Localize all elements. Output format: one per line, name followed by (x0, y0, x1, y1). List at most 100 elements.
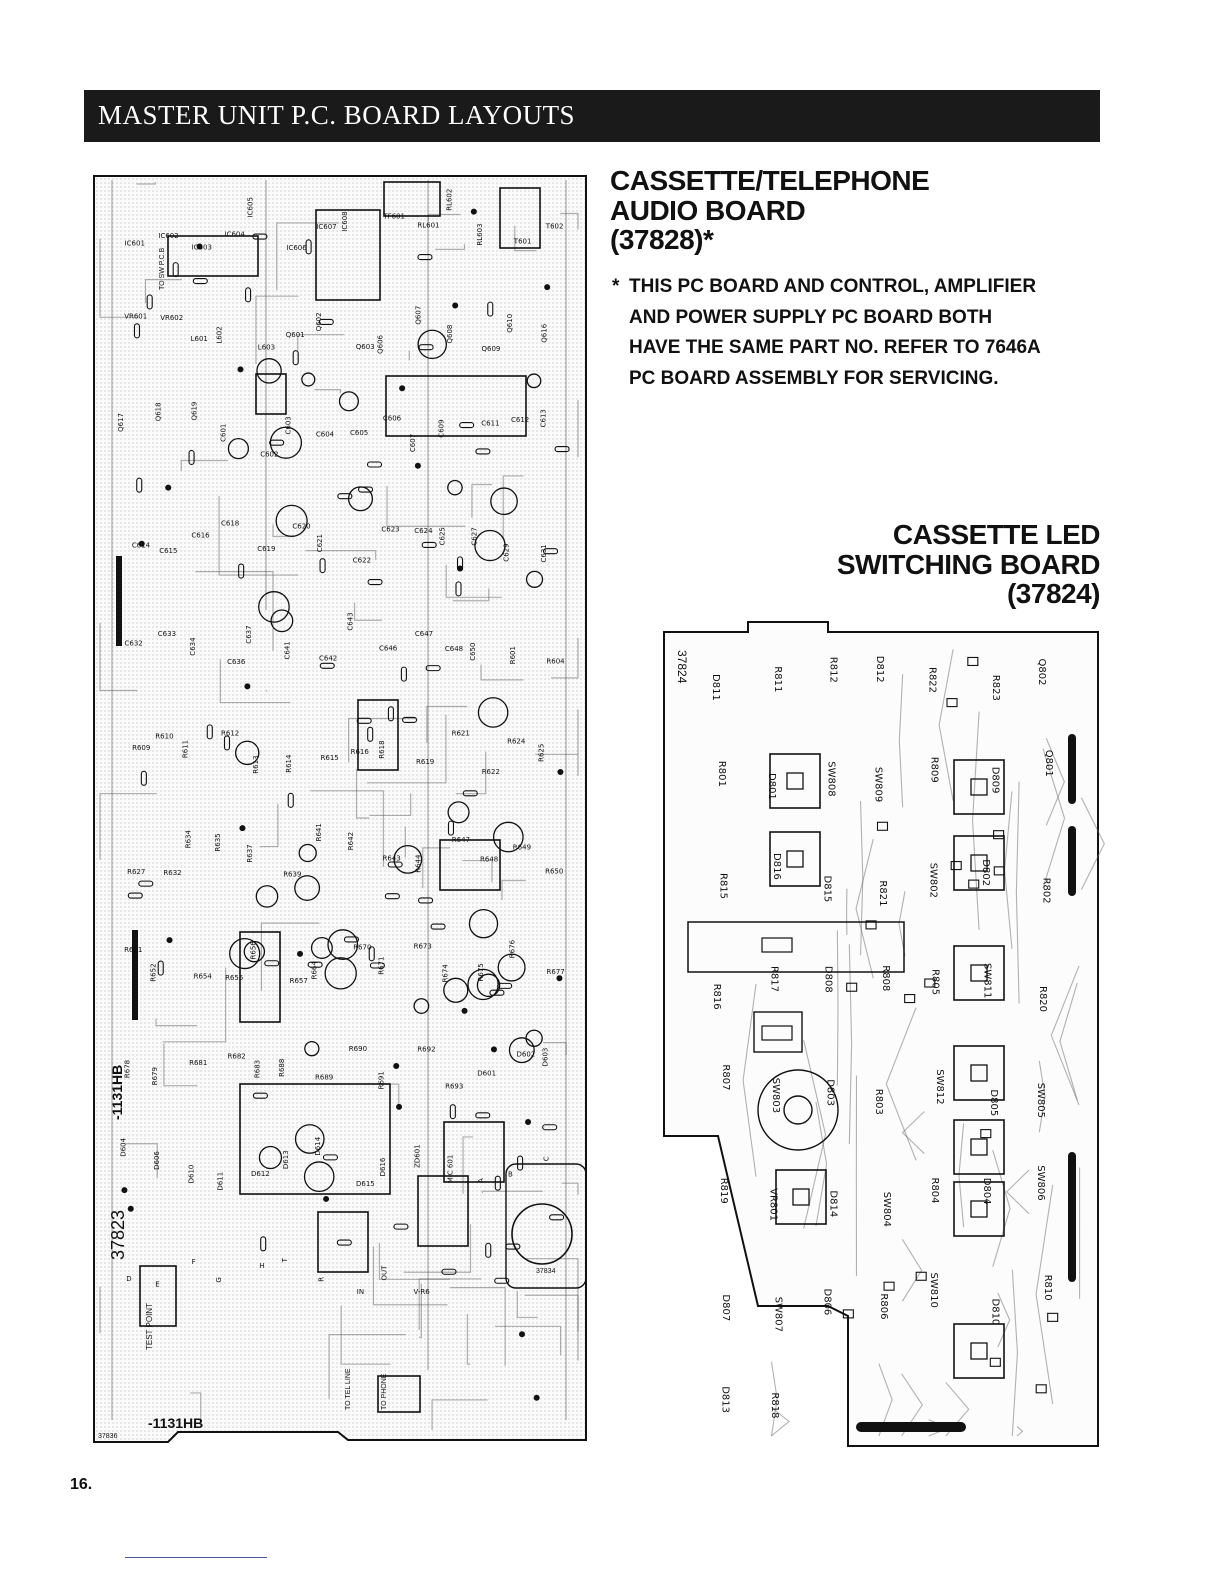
switch-outline (769, 753, 821, 809)
resistor (337, 493, 353, 500)
audio-ref-label: IC607 (316, 223, 336, 231)
led-board-outline (663, 621, 1099, 1447)
audio-ref-label: R632 (163, 869, 181, 877)
copper-trace (992, 1150, 1011, 1267)
solder-pad (138, 540, 145, 547)
audio-ref-label: R664 (310, 961, 318, 980)
audio-to-phone: TO PHONE (381, 1373, 388, 1410)
resistor (264, 960, 280, 967)
audio-ref-label: Q607 (414, 306, 422, 325)
resistor (417, 254, 433, 261)
audio-ref-label: R611 (181, 740, 189, 758)
audio-to-sw-pcb: TO SW P.C.B (159, 248, 166, 290)
audio-ref-label: R679 (151, 1067, 159, 1085)
solder-pad (519, 1331, 526, 1338)
resistor (206, 724, 213, 740)
audio-ref-label: C625 (439, 527, 447, 545)
switch-outline (953, 1181, 1005, 1237)
copper-trace (1038, 1060, 1046, 1133)
ic-outline (239, 1083, 391, 1195)
led-ref-label: SW811 (982, 963, 993, 998)
led-pad (946, 698, 958, 708)
copper-trace (1042, 748, 1066, 888)
led-board-number: 37824 (675, 650, 689, 684)
led-pad (865, 920, 877, 930)
capacitor (256, 358, 282, 384)
audio-ref-label: C604 (316, 431, 335, 439)
capacitor (310, 936, 333, 959)
led-ref-label: D805 (988, 1089, 999, 1116)
audio-ref-label: R651 (124, 946, 142, 954)
solder-pad (457, 565, 464, 572)
audio-ref-label: R627 (127, 868, 145, 876)
copper-trace (885, 1007, 917, 1161)
switch-button (970, 1200, 988, 1218)
resistor (238, 563, 245, 579)
led-ref-label: R802 (1040, 878, 1051, 904)
solder-pad (244, 683, 251, 690)
resistor (485, 1242, 492, 1258)
solder-pad (414, 462, 421, 469)
resistor (336, 1239, 352, 1246)
audio-ref-label: D602 (517, 1050, 536, 1058)
capacitor (508, 1037, 535, 1064)
audio-ref-label: IC601 (125, 240, 145, 248)
copper-trace (452, 588, 490, 602)
solder-pad (470, 208, 477, 215)
led-ref-label: R819 (718, 1178, 729, 1204)
audio-ref-label: R612 (221, 729, 239, 737)
audio-ref-label: C648 (445, 645, 463, 653)
audio-ref-label: R634 (184, 830, 192, 849)
led-ref-label: D816 (771, 853, 782, 880)
resistor (447, 820, 455, 836)
resistor (554, 446, 570, 453)
led-ref-label: SW809 (872, 767, 883, 802)
capacitor (443, 977, 469, 1003)
copper-trace (958, 1123, 965, 1228)
led-pad (904, 993, 916, 1004)
switch-outline (953, 1045, 1005, 1101)
resistor (387, 861, 403, 868)
audio-ref-label: RL602 (445, 189, 453, 211)
led-board-title: CASSETTE LED SWITCHING BOARD (37824) (837, 520, 1101, 609)
switch-button (786, 850, 804, 868)
note-line-2: AND POWER SUPPLY PC BOARD BOTH (629, 306, 993, 328)
resistor (418, 897, 434, 904)
audio-ref-label: C614 (132, 541, 151, 549)
led-ref-label: D802 (980, 859, 991, 886)
switch-outline (775, 1169, 827, 1225)
resistor (368, 946, 375, 962)
copper-trace (523, 1258, 579, 1332)
ic-outline (167, 235, 259, 277)
led-pad (967, 656, 979, 667)
resistor (475, 448, 491, 455)
led-pad (1035, 1384, 1047, 1394)
servicing-note: * THIS PC BOARD AND CONTROL, AMPLIFIER A… (612, 272, 1062, 394)
solder-pad (396, 1103, 403, 1110)
audio-ref-label: C601 (220, 424, 228, 442)
audio-ref-label: C620 (292, 523, 310, 531)
led-pad (883, 1281, 895, 1291)
switch-button (970, 854, 988, 872)
resistor (188, 449, 195, 466)
resistor (455, 581, 462, 597)
audio-ref-label: R621 (452, 730, 470, 738)
led-ref-label: Q801 (1043, 750, 1054, 777)
audio-ref-label: IC605 (247, 197, 255, 217)
capacitor (294, 1124, 325, 1154)
led-ref-label: D804 (981, 1178, 992, 1205)
audio-ref-label: D615 (356, 1180, 375, 1188)
led-ref-label: R810 (1042, 1275, 1053, 1301)
led-ref-label: D801 (766, 773, 777, 800)
copper-trace (99, 238, 139, 318)
audio-ref-label: C607 (409, 434, 417, 452)
audio-ref-label: RL603 (476, 223, 484, 245)
resistor (449, 1104, 456, 1120)
switch-outline (953, 835, 1005, 891)
copper-trace (426, 705, 468, 743)
capacitor (275, 504, 308, 537)
audio-ref-label: R624 (507, 738, 526, 746)
switch-button (970, 1138, 988, 1156)
ic-outline (239, 931, 281, 1023)
